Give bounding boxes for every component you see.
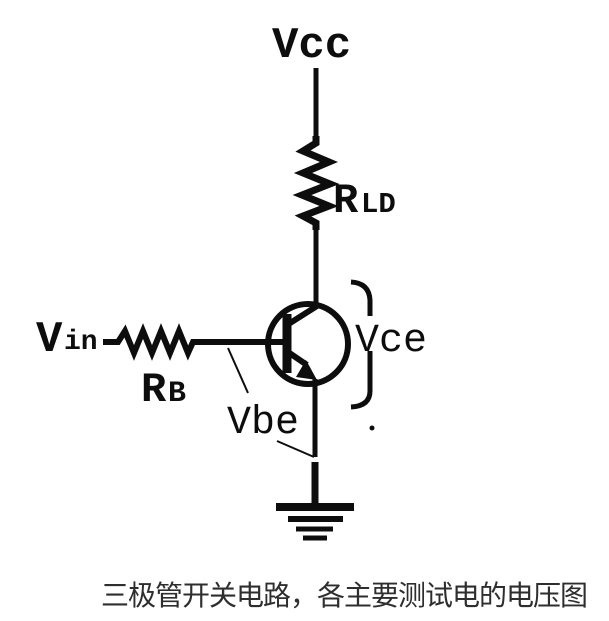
load-resistor-label: R <box>333 177 359 225</box>
load-resistor-symbol <box>292 136 340 230</box>
input-label: V <box>36 315 63 365</box>
vce-label: Vce <box>355 319 427 364</box>
emitter-arrowhead-icon <box>296 360 317 380</box>
vbe-leader-to-emitter <box>276 440 315 458</box>
figure-caption: 三极管开关电路，各主要测试电的电压图 <box>101 581 588 612</box>
base-resistor-label-sub: B <box>168 377 186 411</box>
load-resistor-label-sub: LD <box>361 188 396 221</box>
transistor-collector-stroke <box>285 303 319 328</box>
vcc-label: Vcc <box>272 21 351 71</box>
vce-bracket-top <box>350 279 373 316</box>
stray-dot <box>369 425 375 431</box>
base-resistor-label: R <box>141 366 167 414</box>
transistor-emitter-stroke <box>286 349 309 368</box>
vce-bracket-bottom <box>350 351 373 410</box>
vbe-label: Vbe <box>227 401 299 446</box>
base-resistor-and-wire <box>103 323 285 361</box>
vbe-leader-to-base <box>227 347 249 394</box>
circuit-diagram: Vcc R LD V in R B Vce Vbe <box>36 21 427 541</box>
input-label-sub: in <box>64 327 98 358</box>
transistor-circle <box>265 301 351 387</box>
